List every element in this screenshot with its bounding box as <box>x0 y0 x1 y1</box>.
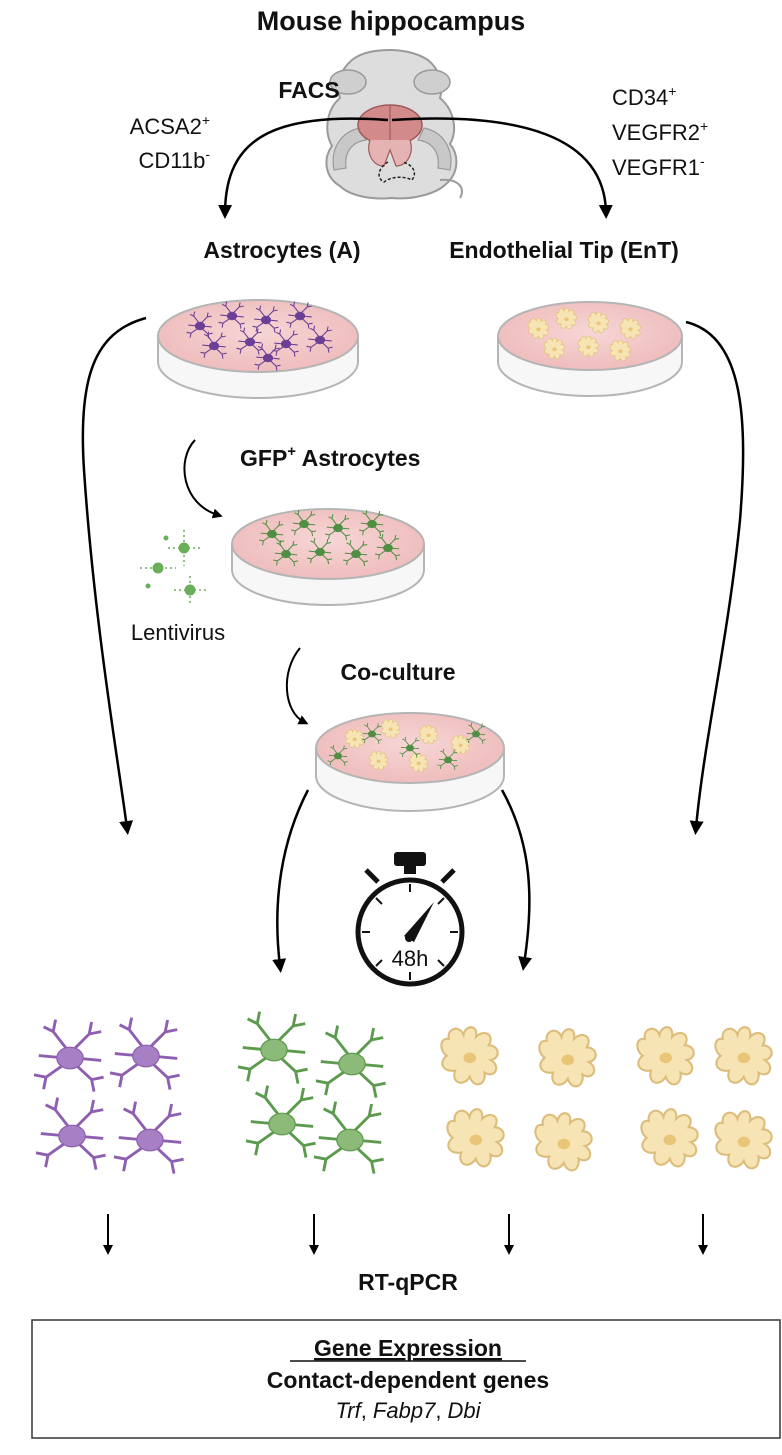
arrow-facs-to-endothelial <box>391 117 613 219</box>
arrow-facs-to-astrocytes <box>218 117 389 219</box>
petri-dish-gfp-astrocytes <box>231 508 425 606</box>
rtqpcr-label: RT-qPCR <box>358 1269 458 1295</box>
arrow-coculture-to-gfp-cells <box>272 789 310 973</box>
right-marker-1: CD34+ <box>612 83 676 110</box>
gfp-astrocytes-label: GFP+ Astrocytes <box>240 443 420 471</box>
arrow-astrocytes-to-cells <box>81 316 147 835</box>
arrow-to-gfp-dish <box>183 439 223 519</box>
endothelial-label: Endothelial Tip (EnT) <box>449 237 679 263</box>
arrow-endothelial-to-cells <box>685 320 745 835</box>
timer-label: 48h <box>392 946 429 971</box>
gfp-astrocyte-cells-cluster <box>236 1010 388 1176</box>
stopwatch-icon <box>355 852 465 987</box>
left-marker-1: ACSA2+ <box>130 112 210 139</box>
right-marker-2: VEGFR2+ <box>612 118 708 145</box>
astrocyte-cells-cluster <box>32 1016 186 1176</box>
mouse-icon <box>325 48 463 200</box>
arrow-coculture-to-ent-cells <box>500 789 532 971</box>
arrow-to-coculture-dish <box>286 647 309 725</box>
facs-label: FACS <box>278 77 339 103</box>
gene-list: Trf, Fabp7, Dbi <box>335 1398 481 1423</box>
left-marker-2: CD11b- <box>138 146 210 173</box>
lentivirus-icon <box>140 530 208 606</box>
endothelial-cells-cluster-coculture <box>440 1026 597 1172</box>
right-marker-3: VEGFR1- <box>612 153 705 180</box>
coculture-label: Co-culture <box>341 659 456 685</box>
title: Mouse hippocampus <box>257 6 526 36</box>
lentivirus-label: Lentivirus <box>131 620 225 645</box>
endothelial-cells-cluster <box>636 1026 773 1170</box>
gene-expression-heading: Gene Expression <box>314 1335 502 1361</box>
petri-dish-astrocytes <box>157 299 359 399</box>
gene-expression-subheading: Contact-dependent genes <box>267 1367 549 1393</box>
petri-dish-endothelial <box>497 301 683 397</box>
gene-expression-box <box>31 1319 781 1439</box>
petri-dish-coculture <box>315 712 505 812</box>
astrocytes-label: Astrocytes (A) <box>203 237 360 263</box>
